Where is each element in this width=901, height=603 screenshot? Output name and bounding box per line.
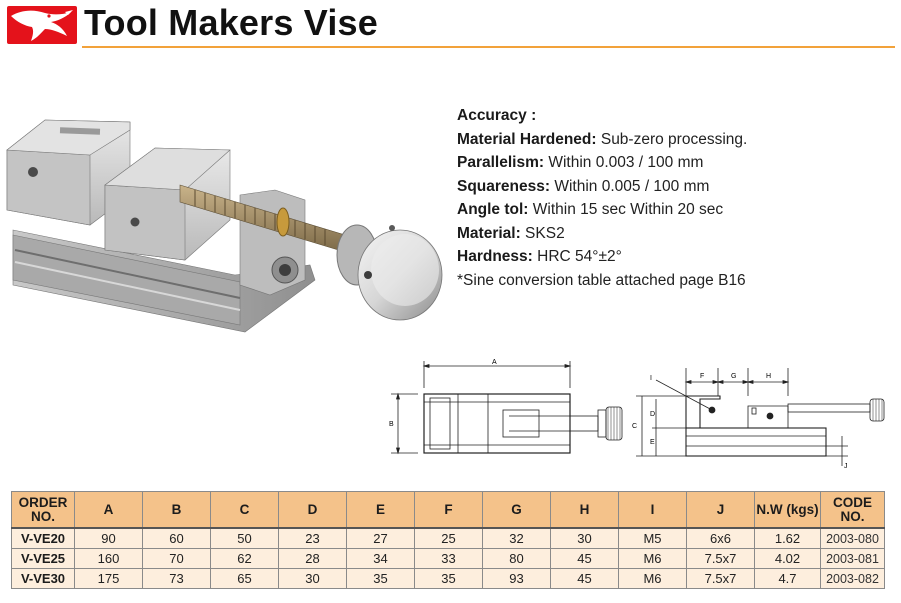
- table-cell: 7.5x7: [686, 548, 755, 569]
- dim-label-b: B: [389, 421, 394, 428]
- col-header-code-no: CODE NO.: [820, 491, 885, 529]
- col-header-g: G: [482, 491, 551, 529]
- table-cell: 27: [346, 527, 415, 549]
- table-cell: 30: [550, 527, 619, 549]
- table-cell: 32: [482, 527, 551, 549]
- table-cell: 62: [210, 548, 279, 569]
- col-header-f: F: [414, 491, 483, 529]
- table-cell: 4.7: [754, 568, 821, 589]
- title-underline: [82, 46, 895, 48]
- dim-label-h: H: [766, 373, 771, 380]
- table-cell: 2003-082: [820, 568, 885, 589]
- spec-angle-tol: Angle tol: Within 15 sec Within 20 sec: [457, 201, 724, 218]
- spec-note: *Sine conversion table attached page B16: [457, 271, 746, 289]
- col-header-e: E: [346, 491, 415, 529]
- spec-material-hardened: Material Hardened: Sub-zero processing.: [457, 130, 748, 148]
- table-cell: 33: [414, 548, 483, 569]
- col-header-j: J: [686, 491, 755, 529]
- table-cell: V-VE30: [11, 568, 75, 589]
- spec-material: Material: SKS2: [457, 224, 565, 242]
- col-header-b: B: [142, 491, 211, 529]
- spec-squareness: Squareness: Within 0.005 / 100 mm: [457, 177, 710, 195]
- table-cell: 70: [142, 548, 211, 569]
- col-header-h: H: [550, 491, 619, 529]
- table-cell: 93: [482, 568, 551, 589]
- table-cell: M6: [618, 548, 687, 569]
- spec-hardness: Hardness: HRC 54°±2°: [457, 248, 622, 265]
- table-cell: 4.02: [754, 548, 821, 569]
- table-cell: 28: [278, 548, 347, 569]
- page-title: Tool Makers Vise: [84, 2, 378, 43]
- table-cell: 35: [414, 568, 483, 589]
- table-cell: 30: [278, 568, 347, 589]
- col-header-net-weight: N.W (kgs): [754, 491, 821, 529]
- dim-label-g: G: [731, 373, 736, 380]
- table-cell: 45: [550, 548, 619, 569]
- drawing-side-view: I F G H C D E J: [628, 366, 898, 478]
- table-cell: 6x6: [686, 527, 755, 549]
- spec-list: Accuracy : Material Hardened: Sub-zero p…: [457, 104, 747, 292]
- table-cell: 2003-081: [820, 548, 885, 569]
- table-cell: 50: [210, 527, 279, 549]
- dim-label-e: E: [650, 439, 655, 446]
- table-row: V-VE20 90 60 50 23 27 25 32 30 M5 6x6 1.…: [11, 527, 885, 549]
- table-cell: 175: [74, 568, 143, 589]
- col-header-c: C: [210, 491, 279, 529]
- table-cell: 73: [142, 568, 211, 589]
- dim-label-d: D: [650, 411, 655, 418]
- dim-label-a: A: [492, 359, 497, 366]
- dim-label-c: C: [632, 423, 637, 430]
- table-cell: 23: [278, 527, 347, 549]
- table-cell: 25: [414, 527, 483, 549]
- table-cell: V-VE25: [11, 548, 75, 569]
- col-header-d: D: [278, 491, 347, 529]
- table-cell: M5: [618, 527, 687, 549]
- eagle-logo-icon: [11, 10, 73, 41]
- table-row: V-VE25 160 70 62 28 34 33 80 45 M6 7.5x7…: [11, 548, 885, 569]
- col-header-order-no: ORDER NO.: [11, 491, 75, 529]
- table-cell: 60: [142, 527, 211, 549]
- table-cell: 7.5x7: [686, 568, 755, 589]
- col-header-a: A: [74, 491, 143, 529]
- drawing-front-view: A B: [388, 358, 628, 478]
- table-cell: 1.62: [754, 527, 821, 549]
- table-cell: 80: [482, 548, 551, 569]
- table-cell: 65: [210, 568, 279, 589]
- spec-table: ORDER NO. A B C D E F G H I J N.W (kgs) …: [11, 491, 885, 589]
- table-cell: 90: [74, 527, 143, 549]
- col-header-i: I: [618, 491, 687, 529]
- table-row: V-VE30 175 73 65 30 35 35 93 45 M6 7.5x7…: [11, 568, 885, 589]
- table-cell: 34: [346, 548, 415, 569]
- table-cell: 2003-080: [820, 527, 885, 549]
- dim-label-j: J: [844, 463, 848, 470]
- dim-label-f: F: [700, 373, 704, 380]
- product-photo: [5, 110, 445, 335]
- brand-logo: [7, 6, 77, 44]
- table-cell: V-VE20: [11, 527, 75, 549]
- table-cell: 35: [346, 568, 415, 589]
- table-cell: 45: [550, 568, 619, 589]
- spec-parallelism: Parallelism: Within 0.003 / 100 mm: [457, 154, 704, 171]
- spec-accuracy: Accuracy :: [457, 107, 537, 124]
- table-header-row: ORDER NO. A B C D E F G H I J N.W (kgs) …: [11, 491, 885, 529]
- dim-label-i: I: [650, 375, 652, 382]
- table-cell: 160: [74, 548, 143, 569]
- table-cell: M6: [618, 568, 687, 589]
